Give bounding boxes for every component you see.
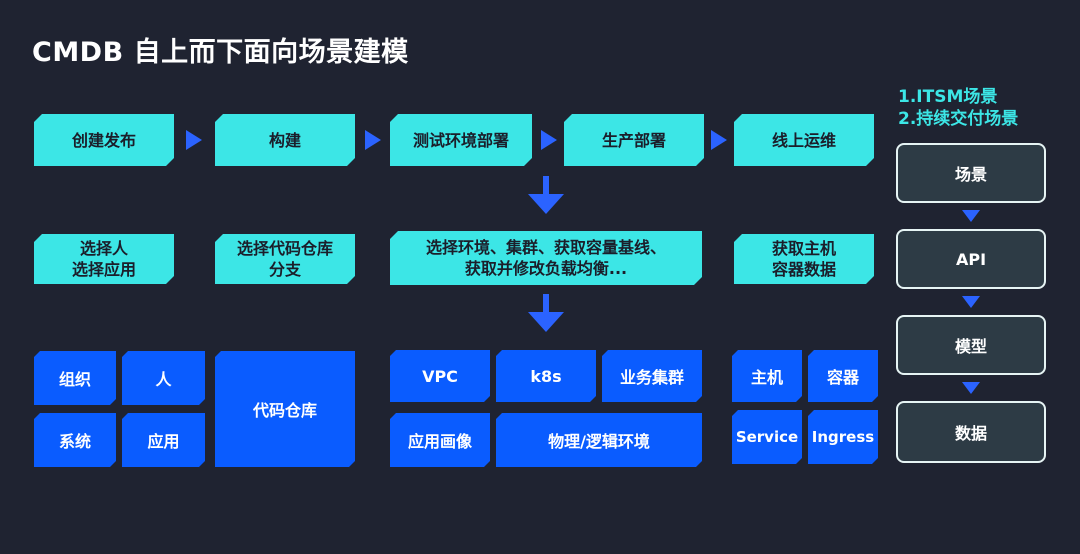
stage-build: 构建 [215,114,355,166]
get-host-text: 获取主机 [771,239,836,258]
entity-app-image: 应用画像 [390,413,490,467]
branch-text: 分支 [268,260,301,279]
select-repo-branch: 选择代码仓库 分支 [215,234,355,284]
down-arrow-icon [962,382,980,394]
stage-test-deploy: 测试环境部署 [390,114,532,166]
right-arrow-icon [541,130,557,150]
select-person-app: 选择人 选择应用 [34,234,174,284]
stack-data: 数据 [896,401,1046,463]
down-arrow-stem [543,176,549,194]
container-data-text: 容器数据 [771,260,836,279]
entity-service: Service [732,410,802,464]
get-host-container: 获取主机 容器数据 [734,234,874,284]
select-app-text: 选择应用 [71,260,136,279]
entity-code-repo: 代码仓库 [215,351,355,467]
entity-ingress: Ingress [808,410,878,464]
page-title: CMDB 自上而下面向场景建模 [32,37,409,68]
right-arrow-icon [365,130,381,150]
entity-host: 主机 [732,350,802,402]
stack-model: 模型 [896,315,1046,375]
down-arrow-stem [543,294,549,312]
select-repo-text: 选择代码仓库 [236,239,333,258]
entity-container: 容器 [808,350,878,402]
scene-list: 1.ITSM场景 2.持续交付场景 [898,86,1018,130]
stack-api: API [896,229,1046,289]
entity-k8s: k8s [496,350,596,402]
stack-scene: 场景 [896,143,1046,203]
entity-phys-logic-env: 物理/逻辑环境 [496,413,702,467]
down-arrow-icon [528,194,564,214]
down-arrow-icon [962,296,980,308]
entity-vpc: VPC [390,350,490,402]
entity-person: 人 [122,351,205,405]
entity-system: 系统 [34,413,116,467]
entity-app: 应用 [122,413,205,467]
entity-org: 组织 [34,351,116,405]
select-env-text: 选择环境、集群、获取容量基线、 [425,238,666,257]
down-arrow-icon [528,312,564,332]
right-arrow-icon [711,130,727,150]
select-env-cluster: 选择环境、集群、获取容量基线、 获取并修改负载均衡... [390,231,702,285]
stage-prod-deploy: 生产部署 [564,114,704,166]
stage-online-ops: 线上运维 [734,114,874,166]
stage-create-release: 创建发布 [34,114,174,166]
down-arrow-icon [962,210,980,222]
get-lb-text: 获取并修改负载均衡... [464,259,628,278]
select-person-text: 选择人 [79,239,128,258]
entity-biz-cluster: 业务集群 [602,350,702,402]
scene-cd: 2.持续交付场景 [898,109,1019,129]
right-arrow-icon [186,130,202,150]
scene-itsm: 1.ITSM场景 [898,87,998,107]
